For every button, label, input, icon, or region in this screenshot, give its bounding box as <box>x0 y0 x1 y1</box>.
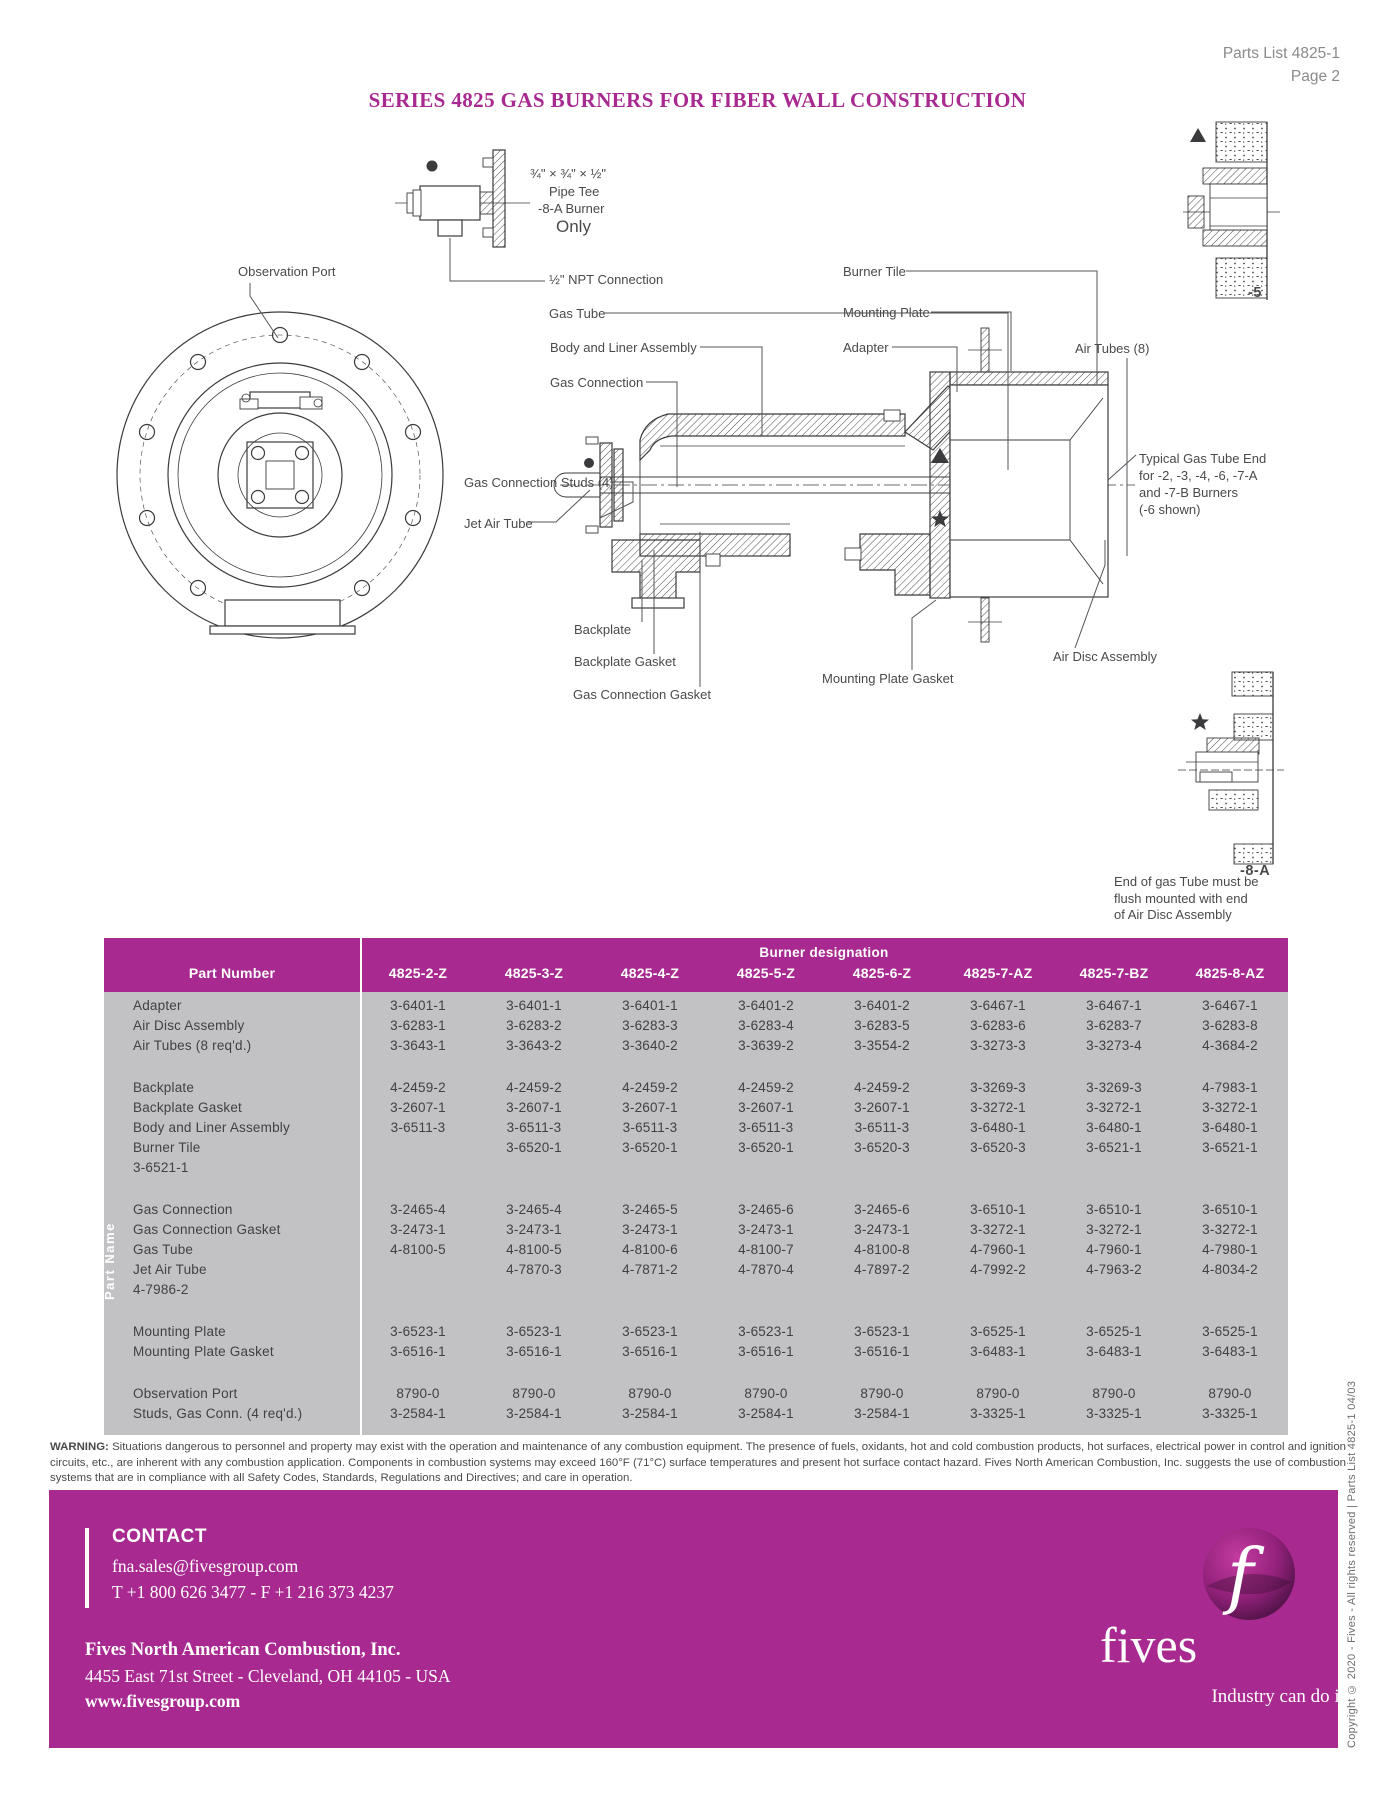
contact-heading: CONTACT <box>112 1526 207 1547</box>
pipe-tee-label: Pipe Tee <box>549 184 600 199</box>
page-title: SERIES 4825 GAS BURNERS FOR FIBER WALL C… <box>368 88 1027 112</box>
gas-tube-label: Gas Tube <box>549 306 606 321</box>
body-liner-label: Body and Liner Assembly <box>550 340 697 355</box>
part-name-side-label: Part Name <box>102 1222 117 1300</box>
parts-table: Burner designation Part Number 4825-2-Z … <box>104 938 1288 1435</box>
column-header: 4825-8-AZ <box>1195 965 1265 981</box>
fives-wordmark: fives <box>1100 1617 1198 1673</box>
section-8a-label: -8-A <box>1240 863 1271 879</box>
footer-banner: CONTACT fna.sales@fivesgroup.com T +1 80… <box>49 1490 1345 1748</box>
jet-air-tube-label: Jet Air Tube <box>464 516 533 531</box>
backplate-label: Backplate <box>574 622 632 637</box>
warning-text: WARNING: Situations dangerous to personn… <box>50 1441 1347 1484</box>
column-header: 4825-5-Z <box>736 965 796 981</box>
observation-port-label: Observation Port <box>238 264 336 279</box>
table-row: 4-7986-2 <box>133 1282 189 1297</box>
pipe-tee-size-label: ¾" × ¾" × ½" <box>530 166 607 181</box>
air-disc-assembly-label: Air Disc Assembly <box>1053 649 1158 664</box>
backplate-gasket-label: Backplate Gasket <box>574 654 676 669</box>
burner-tile-label: Burner Tile <box>843 264 906 279</box>
fives-logo-icon: f <box>1203 1528 1295 1620</box>
mounting-plate-label: Mounting Plate <box>843 305 930 320</box>
column-header: 4825-7-BZ <box>1079 965 1149 981</box>
pipe-tee-only-label: Only <box>556 217 591 236</box>
npt-connection-label: ½" NPT Connection <box>549 272 664 287</box>
column-header: 4825-4-Z <box>620 965 680 981</box>
column-header: 4825-6-Z <box>852 965 912 981</box>
column-header: 4825-7-AZ <box>963 965 1033 981</box>
parts-table-header: Burner designation Part Number 4825-2-Z … <box>104 938 1288 992</box>
part-number-header: Part Number <box>188 965 276 981</box>
adapter-label: Adapter <box>843 340 889 355</box>
table-row: 3-6521-1 <box>133 1160 189 1175</box>
burner-technical-drawing <box>116 121 1284 865</box>
column-header: 4825-2-Z <box>388 965 448 981</box>
company-address: 4455 East 71st Street - Cleveland, OH 44… <box>85 1666 451 1686</box>
burner-designation-header: Burner designation <box>759 945 889 960</box>
contact-phone: T +1 800 626 3477 - F +1 216 373 4237 <box>112 1582 394 1602</box>
copyright-sidebar: Copyright © 2020 - Fives - All rights re… <box>1346 1380 1358 1748</box>
pipe-tee-burner-label: -8-A Burner <box>538 201 605 216</box>
contact-divider-bar <box>85 1528 89 1608</box>
air-tubes-label: Air Tubes (8) <box>1075 341 1150 356</box>
gas-connection-studs-label: Gas Connection Studs (4) <box>464 475 614 490</box>
gas-connection-gasket-label: Gas Connection Gasket <box>573 687 712 702</box>
page-header-reference: Parts List 4825-1 Page 2 <box>1223 42 1340 88</box>
column-header: 4825-3-Z <box>504 965 564 981</box>
mounting-plate-gasket-label: Mounting Plate Gasket <box>822 671 954 686</box>
typical-gas-tube-end-note: Typical Gas Tube End for -2, -3, -4, -6,… <box>1139 451 1267 517</box>
page-number: Page 2 <box>1290 68 1340 85</box>
gas-connection-label: Gas Connection <box>550 375 644 390</box>
doc-ref: Parts List 4825-1 <box>1222 45 1340 62</box>
warning-label: WARNING: <box>50 1441 109 1453</box>
company-name: Fives North American Combustion, Inc. <box>85 1640 401 1660</box>
contact-email[interactable]: fna.sales@fivesgroup.com <box>112 1556 299 1576</box>
company-website[interactable]: www.fivesgroup.com <box>85 1691 241 1711</box>
flush-mount-note: End of gas Tube must be flush mounted wi… <box>1114 874 1259 922</box>
fives-tagline: Industry can do it <box>1211 1686 1345 1707</box>
section-5-label: -5 <box>1248 285 1262 301</box>
